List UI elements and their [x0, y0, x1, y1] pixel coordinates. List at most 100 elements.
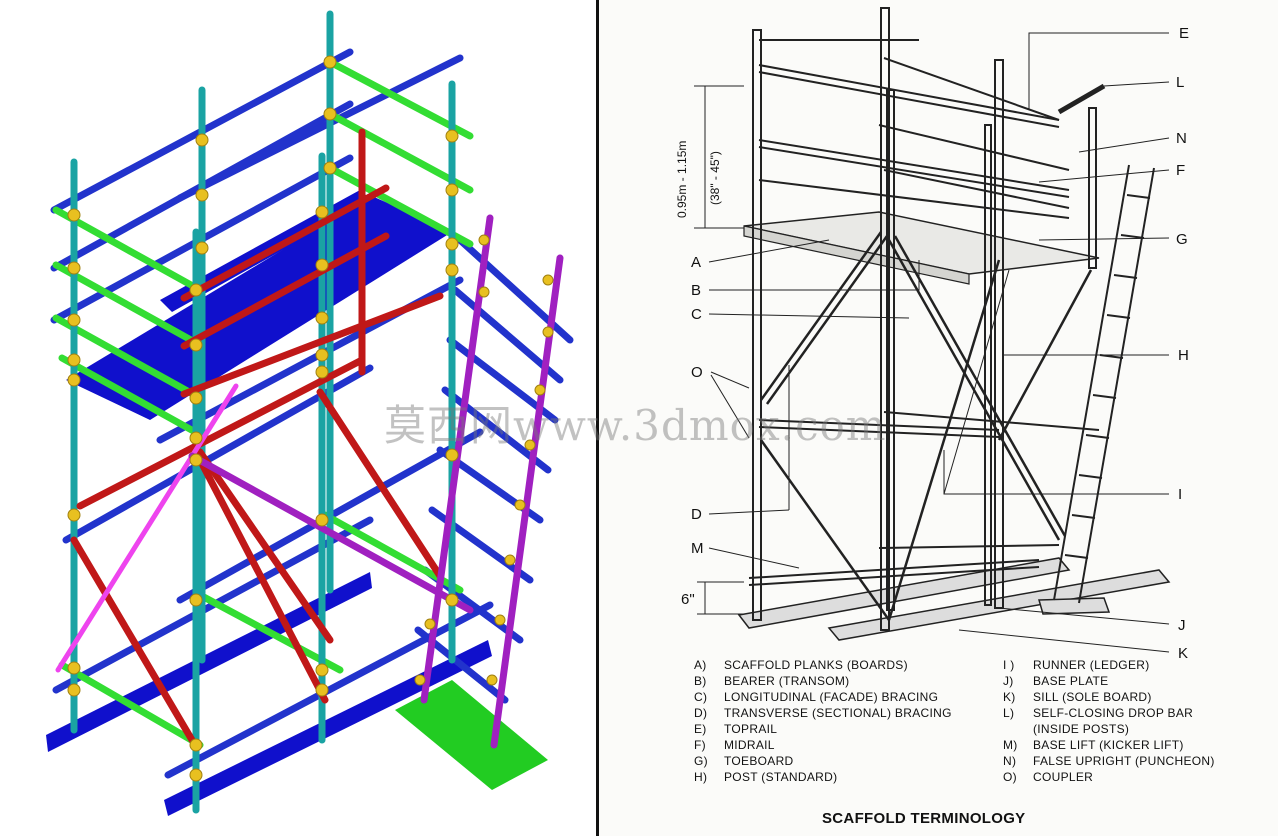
callout-H: H — [1178, 347, 1189, 364]
coupler — [67, 661, 81, 675]
ladder-rung — [1092, 394, 1117, 399]
coupler — [189, 283, 203, 297]
legend-item: M)BASE LIFT (KICKER LIFT) — [1003, 738, 1184, 752]
legend-item: H)POST (STANDARD) — [694, 770, 838, 784]
coupler — [504, 554, 516, 566]
leader-M — [708, 547, 800, 569]
watermark: 莫西网www.3dmox.com — [384, 401, 887, 450]
transom — [52, 314, 204, 402]
coupler — [323, 107, 337, 121]
brace — [180, 232, 390, 350]
coupler — [67, 683, 81, 697]
leader-I — [943, 269, 1010, 495]
coupler — [315, 683, 329, 697]
base-lift — [748, 559, 1040, 579]
legend-item: O)COUPLER — [1003, 770, 1094, 784]
runner — [758, 426, 1000, 438]
sole-board — [164, 640, 492, 816]
leader-B — [709, 260, 920, 291]
ladder-rung — [1085, 434, 1110, 439]
ladder-rung — [1113, 274, 1138, 279]
brace — [70, 536, 196, 744]
ladder-rung — [1120, 234, 1145, 239]
coupler — [315, 258, 329, 272]
rails — [748, 39, 1100, 586]
transom — [58, 354, 210, 442]
leader-G — [1038, 237, 1170, 241]
ladder-base-board — [1038, 597, 1111, 615]
callout-D: D — [691, 506, 702, 523]
leader-K — [958, 629, 1170, 653]
coupler — [67, 261, 81, 275]
transom — [58, 661, 204, 749]
callout-N: N — [1176, 130, 1187, 147]
coupler — [478, 234, 490, 246]
coupler — [189, 338, 203, 352]
legend-item: (INSIDE POSTS) — [1033, 722, 1130, 736]
coupler — [189, 738, 203, 752]
midrail — [758, 139, 1070, 191]
coupler — [323, 161, 337, 175]
coupler — [189, 391, 203, 405]
height-imperial-label: (38" - 45") — [708, 151, 722, 205]
post — [994, 59, 1004, 609]
rail — [883, 169, 1070, 209]
transom — [52, 261, 204, 349]
leader-A — [708, 239, 830, 263]
coupler — [315, 663, 329, 677]
false-upright — [1088, 107, 1097, 269]
coupler — [67, 208, 81, 222]
coupler — [195, 188, 209, 202]
coupler — [195, 133, 209, 147]
coupler — [414, 674, 426, 686]
coupler — [315, 365, 329, 379]
base-gap-label: 6" — [681, 591, 695, 608]
callout-O: O — [691, 364, 703, 381]
ladder-stile — [1053, 164, 1130, 601]
toprail — [758, 64, 1060, 121]
coupler — [542, 326, 554, 338]
coupler — [542, 274, 554, 286]
brace — [180, 292, 444, 398]
coupler — [445, 593, 459, 607]
sill-board — [737, 557, 1071, 629]
posts — [752, 7, 1097, 631]
legend-item: L)SELF-CLOSING DROP BAR — [1003, 706, 1194, 720]
toprail — [758, 71, 1060, 128]
scaffold-3d-model — [0, 0, 596, 836]
ladder-stile — [490, 254, 564, 749]
base-lift — [878, 544, 1060, 549]
coupler — [445, 129, 459, 143]
legend-item: I )RUNNER (LEDGER) — [1003, 658, 1150, 672]
legend-item: F)MIDRAIL — [694, 738, 775, 752]
leader-E — [1028, 32, 1169, 110]
coupler — [189, 453, 203, 467]
callout-K: K — [1178, 645, 1188, 662]
ladder-rung — [1078, 474, 1103, 479]
leader-O — [710, 371, 750, 389]
transom — [52, 206, 204, 294]
leader-L — [1103, 81, 1170, 87]
pink-diagonal-brace — [55, 383, 239, 673]
legend-item: J)BASE PLATE — [1003, 674, 1109, 688]
transverse-brace — [765, 235, 889, 405]
toprail — [883, 57, 1060, 121]
transom — [326, 58, 474, 140]
coupler — [315, 205, 329, 219]
legend-item: D)TRANSVERSE (SECTIONAL) BRACING — [694, 706, 952, 720]
leader-C — [708, 313, 910, 319]
coupler — [67, 353, 81, 367]
legend-item: N)FALSE UPRIGHT (PUNCHEON) — [1003, 754, 1215, 768]
coupler — [67, 313, 81, 327]
coupler — [67, 508, 81, 522]
ladder-rung — [1106, 314, 1131, 319]
callout-A: A — [691, 254, 701, 271]
scaffold-3d-drawing — [46, 10, 574, 816]
brace — [196, 448, 334, 644]
coupler — [486, 674, 498, 686]
midrail — [878, 124, 1070, 171]
coupler — [494, 614, 506, 626]
coupler — [524, 439, 536, 451]
coupler — [189, 768, 203, 782]
